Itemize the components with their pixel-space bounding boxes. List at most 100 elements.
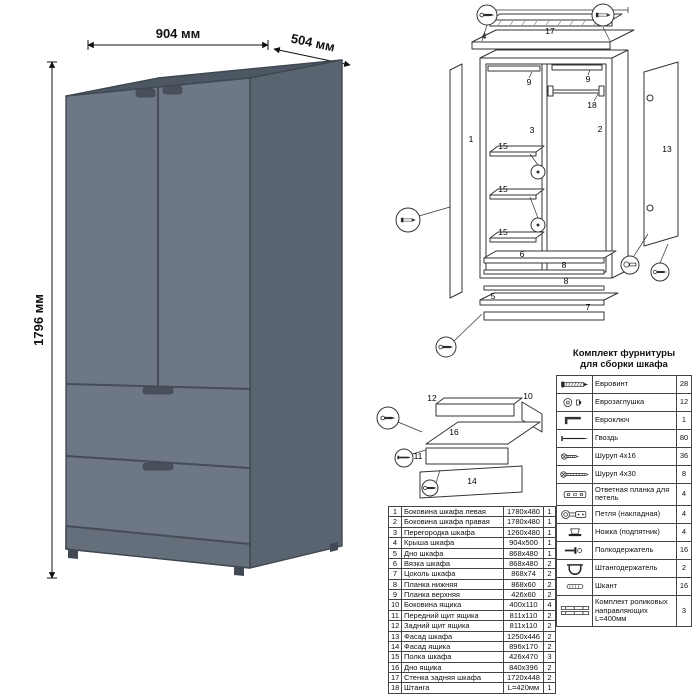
part-number-label: 14 (467, 476, 477, 486)
hardware-row: Ножка (подпятник) 4 (556, 523, 692, 543)
part-name: Задний щит ящика (401, 620, 504, 632)
hardware-icon-cell (556, 595, 593, 627)
part-size: 868x480 (503, 557, 544, 570)
screw-4x16-icon (559, 450, 591, 463)
door-bottom-gap (65, 383, 251, 390)
plinth-top-gap (65, 525, 251, 545)
left-door-handle-notch (135, 88, 156, 98)
part-number: 15 (388, 651, 402, 663)
hardware-row: Штангодержатель 2 (556, 559, 692, 579)
parts-row: 17 Стенка задняя шкафа 1720x448 2 (388, 671, 556, 684)
leader-lines (418, 24, 669, 342)
part-number-label: 9 (586, 74, 591, 84)
drawer-slides-icon (559, 604, 591, 617)
hardware-name: Комплект роликовых направляющих L=400мм (592, 595, 677, 627)
hardware-name: Еврозаглушка (592, 392, 677, 412)
part-name: Боковина шкафа левая (401, 505, 504, 518)
callout-details (395, 3, 670, 358)
foot-glide-icon (559, 526, 591, 539)
part-name: Вязка шкафа (401, 557, 504, 570)
part-name: Дно шкафа (401, 547, 504, 559)
assembly-part-labels: 17 4 9 9 18 1 3 2 15 15 15 13 5 6 8 8 7 (469, 26, 672, 312)
dimension-height: 1796 мм (31, 61, 57, 579)
part-number-label: 4 (482, 31, 487, 41)
hardware-row: Евровинт 28 (556, 374, 692, 394)
hardware-icon-cell (556, 505, 593, 525)
hardware-name: Шуруп 4x30 (592, 464, 677, 484)
part-number: 16 (388, 661, 402, 674)
part-size: 868x480 (503, 547, 544, 559)
parts-row: 13 Фасад шкафа 1250x446 2 (388, 630, 556, 642)
part-size: 1780x480 (503, 505, 544, 518)
top-strip-right (551, 64, 603, 71)
rod-holder-icon (559, 562, 591, 575)
part-size: 811x110 (503, 620, 544, 632)
exploded-carcass (418, 7, 679, 342)
part-number-label: 11 (414, 451, 423, 461)
part-qty: 1 (543, 505, 556, 518)
part-number: 5 (388, 547, 402, 559)
parts-row: 2 Боковина шкафа правая 1780x480 1 (388, 516, 556, 528)
hardware-row: Еврозаглушка 12 (556, 392, 692, 412)
part-number-label: 16 (449, 427, 459, 437)
part-number-label: 15 (498, 141, 508, 151)
part-number-label: 10 (523, 391, 533, 401)
hardware-row: Шуруп 4x16 36 (556, 446, 692, 466)
carcass-outer (479, 57, 613, 279)
hardware-icon-cell (556, 446, 593, 466)
part-size: 1780x480 (503, 516, 544, 528)
part-qty: 2 (543, 630, 556, 642)
part-size: 426x60 (503, 588, 544, 601)
part-qty: 2 (543, 609, 556, 622)
parts-row: 3 Перегородка шкафа 1260x480 1 (388, 526, 556, 539)
part-number: 4 (388, 537, 402, 549)
hardware-qty: 4 (676, 482, 692, 507)
bottom-drawer-handle-notch (142, 462, 174, 471)
hardware-qty: 4 (676, 505, 692, 525)
part-name: Боковина ящика (401, 599, 504, 611)
width-dimension-label: 904 мм (156, 26, 201, 41)
part-number: 11 (388, 609, 402, 622)
part-number: 17 (388, 671, 402, 684)
hardware-kit-panel: Комплект фурнитуры для сборки шкафа Евро… (556, 348, 692, 627)
carcass-inner (485, 63, 607, 273)
part-number: 18 (388, 682, 402, 694)
part-number-label: 9 (527, 77, 532, 87)
parts-row: 12 Задний щит ящика 811x110 2 (388, 620, 556, 632)
hardware-kit-title: Комплект фурнитуры для сборки шкафа (556, 348, 692, 371)
hardware-name: Евроключ (592, 410, 677, 430)
part-qty: 2 (543, 568, 556, 580)
hardware-name: Ответная планка для петель (592, 482, 677, 507)
hardware-row: Шкант 16 (556, 577, 692, 597)
part-size: L=420мм (503, 682, 544, 694)
parts-row: 15 Полка шкафа 426x470 3 (388, 651, 556, 663)
hardware-row: Гвоздь 80 (556, 428, 692, 448)
hardware-qty: 16 (676, 577, 692, 597)
leader-lines (397, 421, 441, 484)
part-qty: 2 (543, 640, 556, 653)
part-name: Передний щит ящика (401, 609, 504, 622)
hardware-icon-cell (556, 428, 593, 448)
part-size: 400x110 (503, 599, 544, 611)
hardware-icon-cell (556, 410, 593, 430)
parts-row: 18 Штанга L=420мм 1 (388, 682, 556, 694)
part-number-label: 12 (427, 393, 437, 403)
parts-row: 16 Дно ящика 840x396 2 (388, 661, 556, 674)
part-number: 10 (388, 599, 402, 611)
hardware-icon-cell (556, 523, 593, 543)
part-number-label: 17 (545, 26, 555, 36)
part-name: Фасад ящика (401, 640, 504, 653)
parts-row: 8 Планка нижняя 868x60 2 (388, 578, 556, 591)
wardrobe-feet (68, 542, 338, 576)
parts-table: 1 Боковина шкафа левая 1780x480 1 2 Боко… (388, 505, 556, 694)
part-number: 12 (388, 620, 402, 632)
hardware-icon-cell (556, 392, 593, 412)
part-number-label: 6 (520, 249, 525, 259)
part-number-label: 5 (491, 291, 496, 301)
part-size: 868x60 (503, 578, 544, 591)
drawer-back-shield (435, 397, 523, 405)
drawer-facade-panel (419, 465, 523, 499)
part-size: 426x470 (503, 651, 544, 663)
wardrobe-illustration: 904 мм 504 мм 1796 мм (31, 26, 351, 579)
